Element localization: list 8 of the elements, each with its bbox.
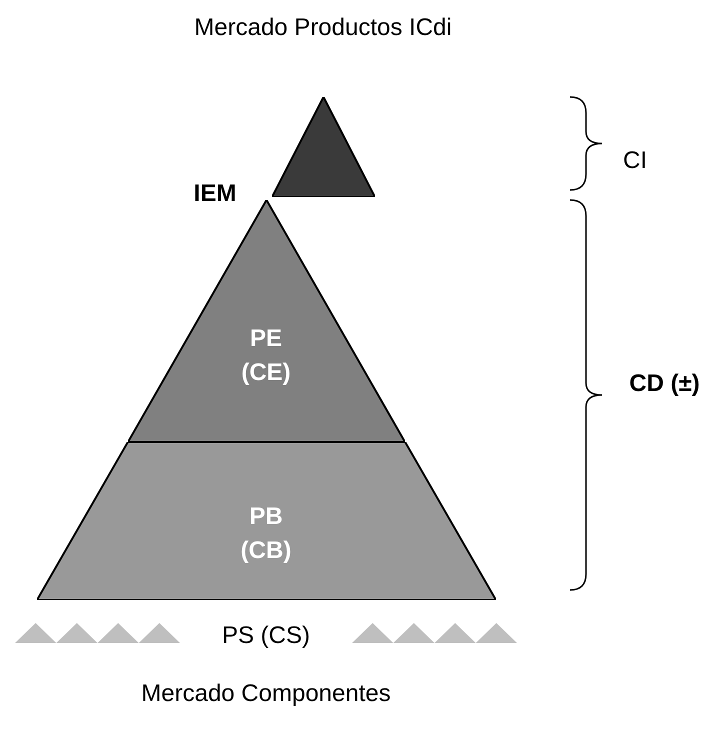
base-label: PS (CS) (220, 621, 311, 651)
section-label: PB (CB) (240, 502, 292, 566)
bracket-label: CI (622, 146, 648, 176)
bracket-label: CD (±) (628, 369, 701, 399)
market-label: Mercado Componentes (140, 679, 392, 709)
apex-label: IEM (192, 179, 238, 209)
section-label: PE (CE) (240, 324, 292, 388)
market-label: Mercado Productos ICdi (193, 13, 453, 43)
